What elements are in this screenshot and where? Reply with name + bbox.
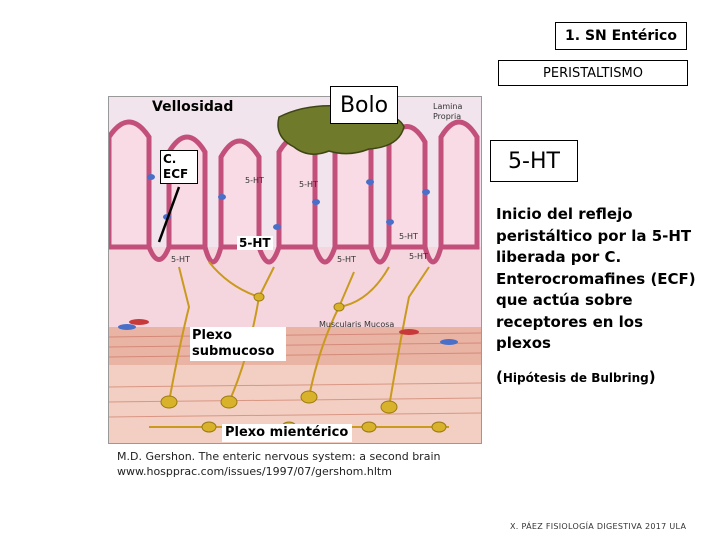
lymph-vessels — [118, 324, 458, 345]
fig-5ht-label: 5-HT — [399, 232, 418, 241]
fig-5ht-label: 5-HT — [171, 255, 190, 264]
plexo-submucoso-label: Plexo submucoso — [190, 327, 286, 361]
fig-5ht-label: 5-HT — [299, 180, 318, 189]
c-ecf-label: C. ECF — [160, 150, 198, 184]
ecf-pointer — [157, 186, 181, 243]
crypt — [368, 246, 392, 265]
figure-small-labels: Lamina Propria Muscularis Mucosa 5-HT 5-… — [171, 102, 462, 329]
villi — [109, 119, 480, 250]
villus — [218, 138, 262, 250]
enteric-nervous-system-illustration: Lamina Propria Muscularis Mucosa 5-HT 5-… — [108, 96, 482, 444]
crypt — [422, 246, 444, 265]
citation-line2: www.hospprac.com/issues/1997/07/gershom.… — [117, 465, 392, 478]
hypothesis-open: ( — [496, 368, 503, 386]
hypothesis-close: ) — [648, 368, 656, 386]
description-text: Inicio del reflejo peristáltico por la 5… — [496, 205, 696, 352]
vellosidad-label: Vellosidad — [152, 99, 234, 115]
villus — [438, 119, 480, 250]
citation: M.D. Gershon. The enteric nervous system… — [117, 449, 440, 479]
fig-5ht-label: 5-HT — [337, 255, 356, 264]
lamina-propria-layer — [109, 247, 481, 327]
crypt — [146, 246, 172, 262]
muscle-fibers — [109, 332, 481, 358]
section-title: 1. SN Entérico — [555, 22, 687, 50]
fig-5ht-label: 5-HT — [409, 252, 428, 261]
hypothesis-note: (Hipótesis de Bulbring) — [496, 368, 656, 386]
intestinal-wall-diagram: Lamina Propria Muscularis Mucosa 5-HT 5-… — [109, 97, 481, 443]
bolo-label: Bolo — [330, 86, 398, 124]
fig-5ht-label: 5-HT — [245, 176, 264, 185]
hypothesis-text: Hipótesis de Bulbring — [502, 371, 649, 385]
plexo-submucoso-line2: submucoso — [192, 344, 275, 359]
crypt — [312, 246, 338, 265]
footer-credit: X. PÁEZ FISIOLOGÍA DIGESTIVA 2017 ULA — [510, 522, 687, 531]
crypt — [256, 246, 282, 265]
villus — [386, 124, 428, 250]
plexo-mienterico-label: Plexo mientérico — [222, 424, 352, 442]
c-ecf-line2: ECF — [163, 167, 189, 181]
villus — [109, 119, 152, 250]
crypt — [202, 246, 224, 265]
c-ecf-line1: C. — [163, 152, 177, 166]
muscularis-mucosa-label: Muscularis Mucosa — [319, 320, 394, 329]
inner-5ht-label: 5-HT — [237, 236, 273, 250]
lamina-propria-label-2: Propria — [433, 112, 461, 121]
5ht-callout: 5-HT — [490, 140, 578, 182]
citation-line1: M.D. Gershon. The enteric nervous system… — [117, 450, 441, 463]
plexo-submucoso-line1: Plexo — [192, 328, 233, 343]
blood-vessels — [129, 319, 419, 335]
crypts — [146, 246, 444, 265]
peristaltismo-title: PERISTALTISMO — [498, 60, 688, 86]
lamina-propria-label: Lamina — [433, 102, 462, 111]
